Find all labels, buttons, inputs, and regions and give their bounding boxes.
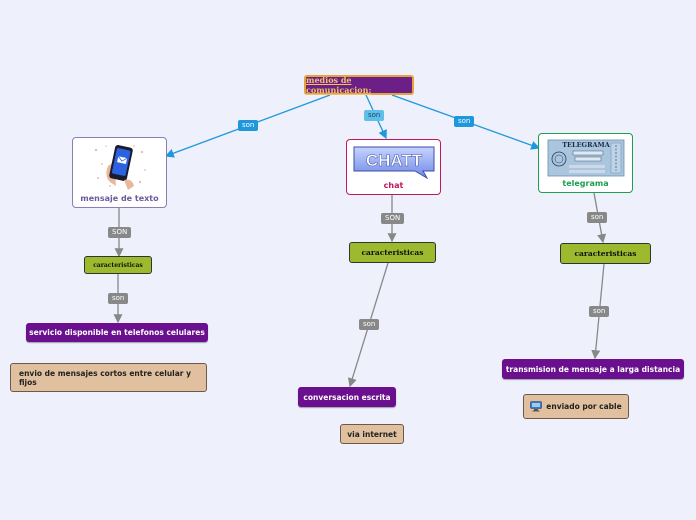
caract-label: caracteristicas [361, 248, 424, 257]
edge-label-son-chat: son [364, 110, 385, 121]
edge-label-tel-1: son [587, 212, 608, 223]
feature-label: servicio disponible en telefonos celular… [29, 328, 205, 337]
edge-label-son-sms: son [238, 120, 259, 131]
note-label: enviado por cable [546, 402, 622, 411]
chat-image-text: CHATT [365, 151, 422, 170]
caract-label: caracteristicas [574, 249, 637, 258]
phone-message-image [94, 145, 146, 190]
edge-label-chat-1: SON [381, 213, 405, 224]
tel-note[interactable]: enviado por cable [523, 394, 629, 419]
chat-note[interactable]: via internet [340, 424, 404, 444]
edge-label-chat-2: son [359, 319, 380, 330]
topic-mensaje-de-texto[interactable]: mensaje de texto [72, 137, 167, 208]
computer-icon [530, 401, 543, 412]
tel-caracteristicas[interactable]: caracteristicas [560, 243, 651, 264]
edge-label-son-tel: son [454, 116, 475, 127]
topic-telegrama[interactable]: TELEGRAMA telegrama [538, 133, 633, 193]
feature-label: transmision de mensaje a larga distancia [505, 364, 681, 374]
sms-feature[interactable]: servicio disponible en telefonos celular… [26, 323, 208, 342]
telegram-form-image: TELEGRAMA [547, 139, 624, 177]
sms-caracteristicas[interactable]: caracteristicas [84, 256, 152, 274]
chat-feature[interactable]: conversacion escrita [298, 387, 396, 407]
topic-label: mensaje de texto [80, 194, 159, 203]
topic-label: chat [383, 181, 404, 190]
telegram-image-text: TELEGRAMA [562, 141, 611, 149]
topic-label: telegrama [562, 179, 609, 188]
caract-label: caracteristicas [93, 261, 143, 269]
feature-label: conversacion escrita [303, 392, 391, 402]
chat-bubble-image: CHATT [353, 146, 434, 179]
topic-chat[interactable]: CHATT chat [346, 139, 441, 195]
edge-label-sms-2: son [108, 293, 129, 304]
root-topic[interactable]: medios de comunicacion: [304, 75, 414, 95]
tel-feature[interactable]: transmision de mensaje a larga distancia [502, 359, 684, 379]
chat-caracteristicas[interactable]: caracteristicas [349, 242, 436, 263]
note-label: via internet [347, 429, 397, 439]
root-topic-label: medios de comunicacion: [306, 75, 372, 95]
note-label: envio de mensajes cortos entre celular y… [19, 368, 192, 387]
edge-label-tel-2: son [589, 306, 610, 317]
sms-note[interactable]: envio de mensajes cortos entre celular y… [10, 363, 207, 392]
edge-label-sms-1: SON [108, 227, 132, 238]
